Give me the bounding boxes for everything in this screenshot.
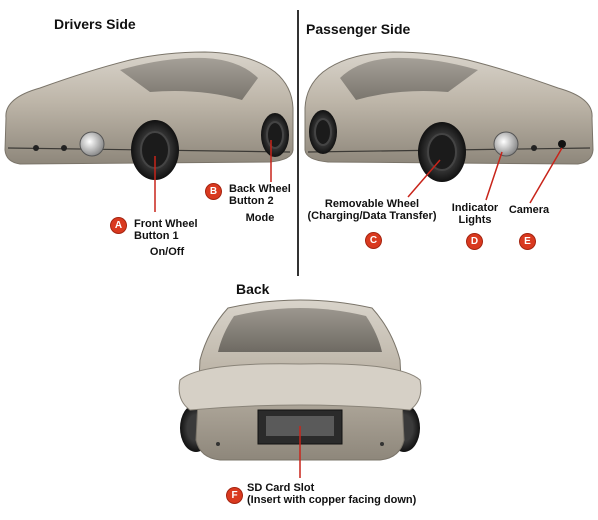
back-view-car — [178, 299, 422, 461]
pointer-c — [407, 159, 441, 198]
label-mode: Mode — [245, 212, 275, 224]
passenger-side-title: Passenger Side — [306, 21, 411, 37]
label-on-off: On/Off — [149, 246, 185, 258]
badge-e: E — [520, 234, 535, 249]
pointer-d — [485, 151, 503, 201]
label-front-wheel: Front Wheel Button 1 — [134, 218, 198, 242]
badge-d: D — [467, 234, 482, 249]
label-sd-card-slot: SD Card Slot (Insert with copper facing … — [247, 482, 417, 506]
badge-a: A — [111, 218, 126, 233]
badge-b: B — [206, 184, 221, 199]
label-removable-wheel: Removable Wheel (Charging/Data Transfer) — [307, 198, 437, 222]
label-camera: Camera — [508, 204, 550, 216]
badge-f: F — [227, 488, 242, 503]
drivers-side-car — [4, 51, 294, 180]
pointer-e — [529, 147, 563, 204]
back-title: Back — [236, 281, 270, 297]
passenger-side-car — [304, 51, 594, 182]
label-indicator-lights: Indicator Lights — [451, 202, 499, 226]
label-back-wheel: Back Wheel Button 2 — [229, 183, 291, 207]
drivers-side-title: Drivers Side — [54, 16, 136, 32]
section-divider — [297, 10, 299, 276]
badge-c: C — [366, 233, 381, 248]
pointer-lines — [154, 140, 563, 478]
